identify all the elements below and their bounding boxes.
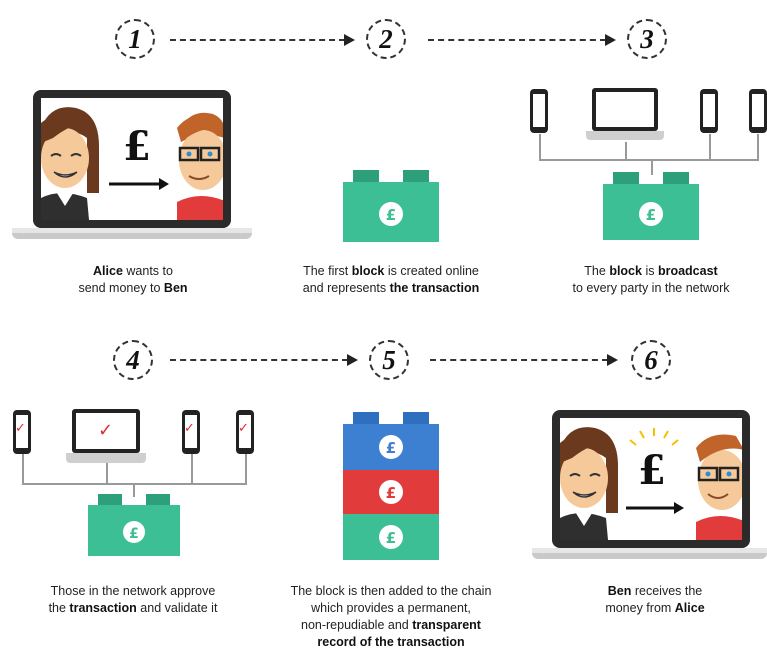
phone-icon bbox=[700, 89, 718, 133]
pound-icon: £ bbox=[638, 447, 666, 494]
block-icon: £ bbox=[603, 172, 699, 240]
phone-icon bbox=[530, 89, 548, 133]
caption-step-3: The block is broadcast to every party in… bbox=[572, 264, 730, 295]
ben-receives-scene: £ bbox=[560, 427, 742, 540]
ben-avatar bbox=[177, 112, 223, 220]
laptop-icon: £ bbox=[552, 410, 750, 548]
alice-avatar bbox=[41, 107, 99, 220]
step-3-badge: 3 bbox=[627, 19, 667, 59]
svg-text:£: £ bbox=[129, 526, 139, 542]
arrow-4-to-5-icon bbox=[170, 354, 358, 366]
block-icon: £ bbox=[343, 170, 439, 242]
phone-icon: ✓ bbox=[182, 410, 200, 454]
caption-step-5: The block is then added to the chain whi… bbox=[290, 584, 492, 649]
step-1-badge: 1 bbox=[115, 19, 155, 59]
arrow-2-to-3-icon bbox=[428, 34, 616, 46]
ben-avatar bbox=[696, 434, 742, 540]
caption-step-4: Those in the network approve the transac… bbox=[48, 584, 218, 615]
svg-text:£: £ bbox=[386, 529, 396, 547]
caption-step-2: The first block is created online and re… bbox=[302, 264, 480, 295]
alice-ben-scene: £ bbox=[41, 107, 223, 220]
check-icon: ✓ bbox=[184, 421, 195, 436]
check-icon: ✓ bbox=[15, 421, 26, 436]
sparkle-icon bbox=[629, 428, 679, 446]
arrow-5-to-6-icon bbox=[430, 354, 618, 366]
block-icon: £ bbox=[88, 494, 180, 556]
step-5-badge: 5 bbox=[369, 340, 409, 380]
laptop-icon bbox=[586, 88, 664, 140]
laptop-icon: £ bbox=[33, 90, 231, 228]
caption-step-1: Alice wants to send money to Ben bbox=[78, 264, 188, 295]
caption-step-6: Ben receives the money from Alice bbox=[605, 584, 705, 615]
phone-icon: ✓ bbox=[13, 410, 31, 454]
svg-text:£: £ bbox=[386, 439, 396, 457]
phone-icon bbox=[749, 89, 767, 133]
check-icon: ✓ bbox=[238, 421, 249, 436]
step-4-badge: 4 bbox=[113, 340, 153, 380]
blockchain-stack-icon: £ £ £ bbox=[343, 412, 439, 560]
svg-text:£: £ bbox=[386, 206, 396, 224]
step-6-badge: 6 bbox=[631, 340, 671, 380]
laptop-icon: ✓ bbox=[66, 409, 146, 463]
svg-text:£: £ bbox=[646, 206, 656, 224]
arrow-1-to-2-icon bbox=[170, 34, 355, 46]
pound-icon: £ bbox=[123, 123, 151, 170]
phone-icon: ✓ bbox=[236, 410, 254, 454]
alice-avatar bbox=[560, 427, 618, 540]
check-icon: ✓ bbox=[98, 420, 114, 441]
step-2-badge: 2 bbox=[366, 19, 406, 59]
svg-text:£: £ bbox=[386, 484, 396, 502]
